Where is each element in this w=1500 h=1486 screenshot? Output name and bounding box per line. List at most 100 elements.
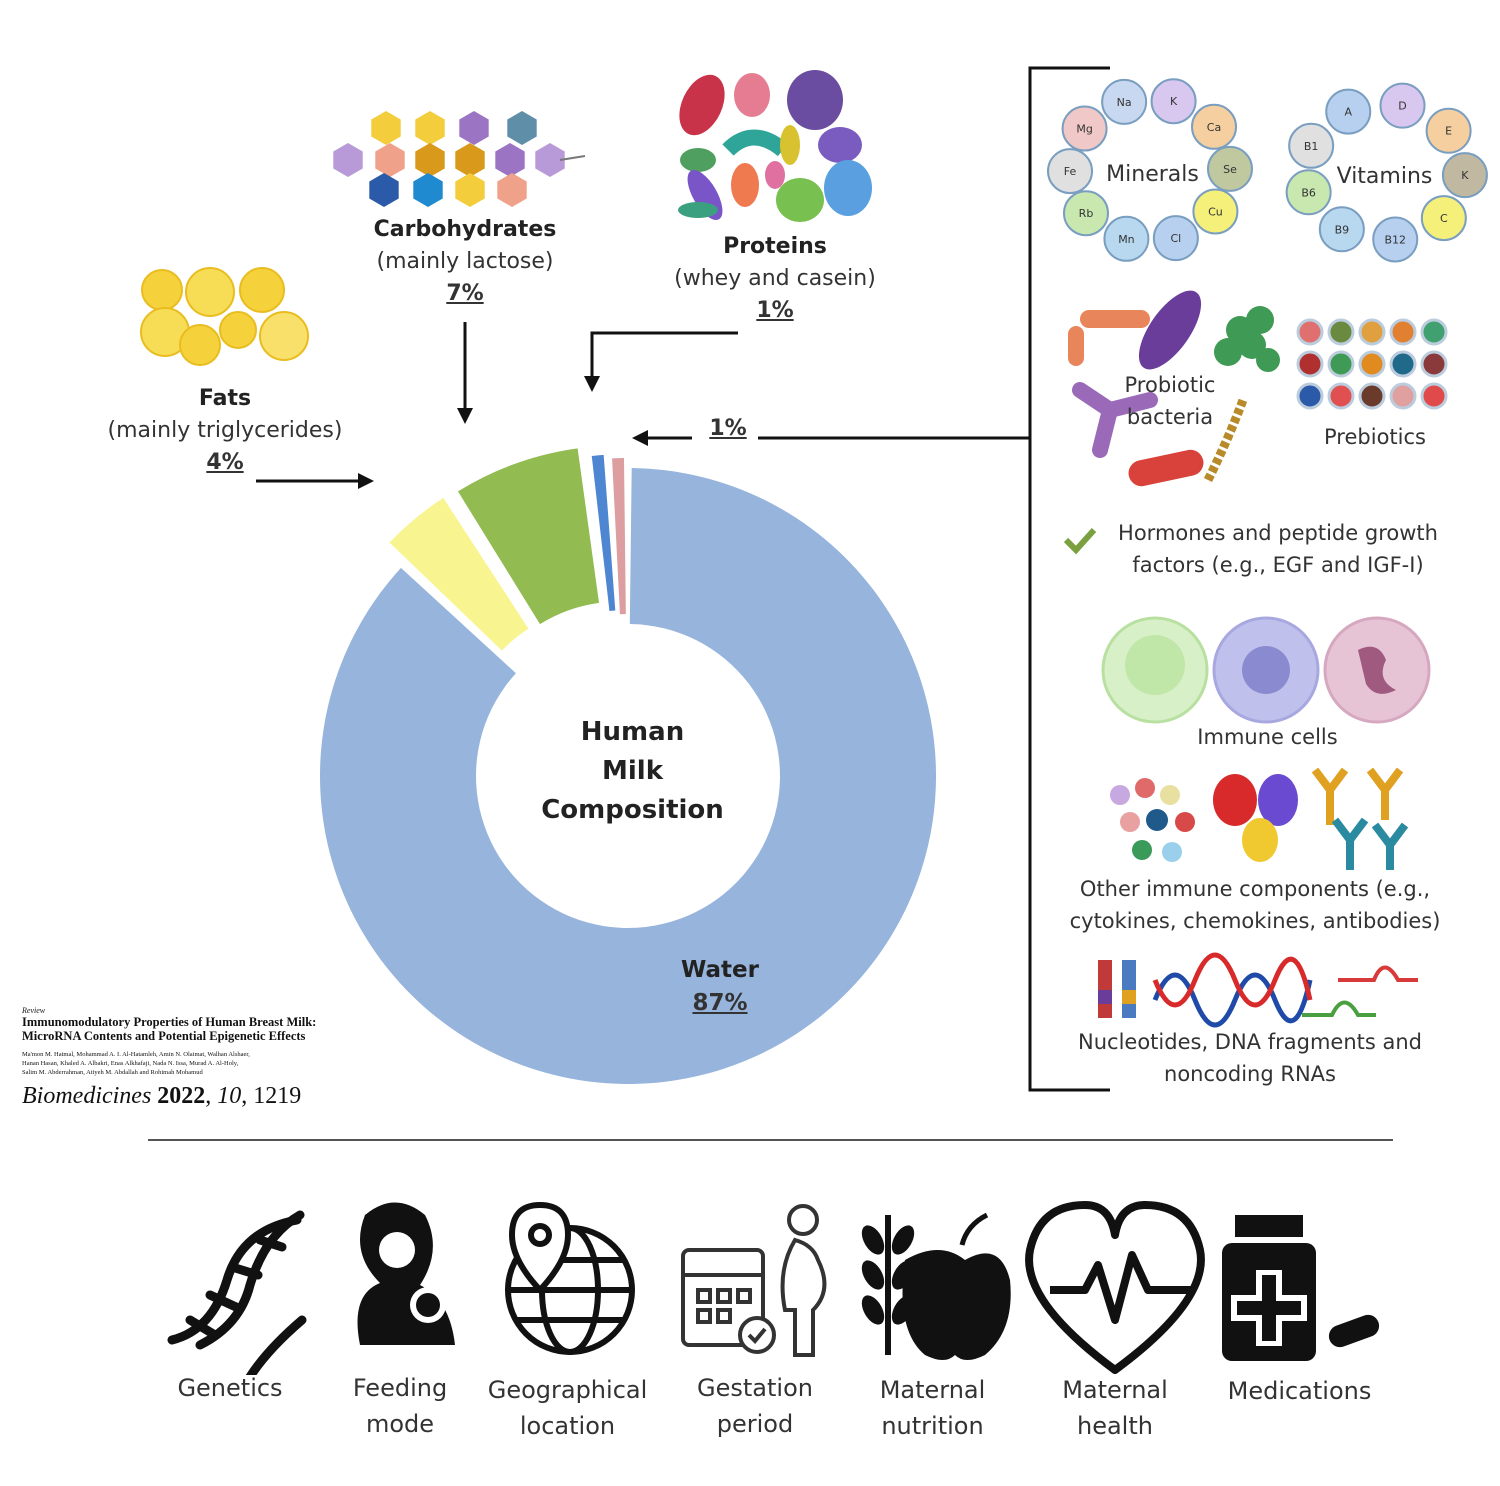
prebiotic-dot <box>1420 350 1448 378</box>
reference-authors-1: Ma'mon M. Hatmal, Mohammad A. I. Al-Hata… <box>22 1050 250 1058</box>
hexagon-unit <box>369 173 399 207</box>
ring-bead-label: Cl <box>1170 232 1181 245</box>
prebiotic-dot <box>1358 382 1386 410</box>
bracket <box>1028 66 1110 1092</box>
vitamins-title: Vitamins <box>1336 164 1433 189</box>
factor-medications: Medications <box>1212 1373 1387 1409</box>
proteins-percent: 1% <box>756 297 794 323</box>
center-line-2: Milk <box>602 756 663 786</box>
ring-bead <box>1285 169 1332 216</box>
reference-authors-3: Salim M. Abderrahman, Atiyeh M. Abdallah… <box>22 1068 203 1076</box>
reference-block: Review Immunomodulatory Properties of Hu… <box>22 1006 382 1110</box>
ring-bead <box>1288 122 1335 169</box>
hormones-label: Hormones and peptide growth factors (e.g… <box>1098 518 1458 581</box>
nucleic-acids-icon <box>1098 952 1418 1028</box>
ring-bead-label: Ca <box>1207 121 1221 134</box>
prebiotic-dot <box>1296 382 1324 410</box>
ring-bead <box>1206 145 1253 192</box>
proteins-arrowhead <box>584 376 600 392</box>
globe-pin-icon <box>505 1201 635 1355</box>
center-line-3: Composition <box>541 795 724 825</box>
fats-percent: 4% <box>206 449 244 475</box>
reference-journal: Biomedicines <box>22 1083 152 1110</box>
fat-globules-icon <box>140 267 309 366</box>
ring-bead <box>1061 105 1108 152</box>
factor-genetics-line-1: Genetics <box>177 1374 283 1402</box>
ring-bead <box>1150 78 1197 125</box>
slice-other <box>612 458 626 615</box>
other-immune-line-2: cytokines, chemokines, antibodies) <box>1069 908 1441 933</box>
proteins-detail: (whey and casein) <box>674 265 876 291</box>
prebiotic-dot <box>1327 350 1355 378</box>
factor-gestation-period: Gestation period <box>680 1370 830 1442</box>
factor-nutrition-line-1: Maternal <box>879 1376 986 1404</box>
hexagon-unit <box>371 111 401 145</box>
slice-fats <box>389 497 529 651</box>
carbs-name: Carbohydrates <box>373 217 557 242</box>
dna-icon <box>167 1210 307 1375</box>
ring-bead-label: K <box>1461 169 1469 182</box>
prebiotic-dot <box>1389 382 1417 410</box>
carbs-detail: (mainly lactose) <box>376 248 554 274</box>
ring-bead-label: Mn <box>1118 233 1134 246</box>
nucleotides-line-1: Nucleotides, DNA fragments and <box>1078 1030 1422 1054</box>
carbohydrate-chain-icon <box>333 111 586 207</box>
other-percent: 1% <box>709 416 747 441</box>
medicine-bottle-icon <box>1222 1215 1380 1361</box>
reference-title-2: MicroRNA Contents and Potential Epigenet… <box>22 1029 306 1044</box>
heart-pulse-icon <box>1025 1201 1205 1374</box>
center-line-1: Human <box>580 717 685 747</box>
reference-citation: Biomedicines 2022, 10, 1219 <box>22 1083 302 1110</box>
factor-medications-line-1: Medications <box>1227 1377 1372 1405</box>
ring-bead <box>1318 206 1365 253</box>
immune-cells-label: Immune cells <box>1197 725 1338 749</box>
hormones-line-2: factors (e.g., EGF and IGF-I) <box>1132 552 1424 577</box>
calendar-pregnant-icon <box>681 1204 827 1357</box>
proteins-label: Proteins (whey and casein) 1% <box>645 231 905 327</box>
water-percent: 87% <box>692 990 748 1017</box>
prebiotic-dot <box>1389 350 1417 378</box>
chain-link <box>559 155 586 161</box>
factor-health-line-2: health <box>1077 1412 1153 1440</box>
factor-geo-line-2: location <box>519 1412 616 1440</box>
arrows <box>256 66 1110 1092</box>
factor-geo-line-1: Geographical <box>487 1376 648 1404</box>
ring-bead <box>1047 148 1094 195</box>
hexagon-unit <box>497 173 527 207</box>
donut-center-title: Human Milk Composition <box>520 713 745 830</box>
arrow-heads <box>358 376 648 489</box>
hexagon-unit <box>415 111 445 145</box>
probiotic-line-2: bacteria <box>1126 404 1214 429</box>
prebiotics-icon <box>1296 318 1448 410</box>
prebiotic-dot <box>1358 350 1386 378</box>
ring-bead <box>1062 190 1109 237</box>
hexagon-unit <box>507 111 537 145</box>
ring-bead <box>1325 88 1372 135</box>
nucleotides-line-2: noncoding RNAs <box>1164 1061 1336 1086</box>
reference-title-1: Immunomodulatory Properties of Human Bre… <box>22 1015 317 1029</box>
carbs-percent: 7% <box>446 280 484 306</box>
fats-detail: (mainly triglycerides) <box>107 417 343 443</box>
prebiotic-dot <box>1358 318 1386 346</box>
prebiotic-dot <box>1296 318 1324 346</box>
donut-slices <box>320 448 936 1084</box>
factor-geographical-location: Geographical location <box>480 1372 655 1444</box>
proteins-arrow <box>590 331 738 381</box>
reference-kind: Review <box>22 1006 46 1015</box>
ring-bead-label: K <box>1170 95 1178 108</box>
ring-bead-label: B1 <box>1304 140 1319 153</box>
ring-bead <box>1103 215 1150 262</box>
ring-bead-label: Mg <box>1076 123 1092 136</box>
prebiotic-dot <box>1296 350 1324 378</box>
ring-bead <box>1101 78 1148 125</box>
ring-bead-label: Fe <box>1064 165 1077 178</box>
ring-bead-label: Cu <box>1208 205 1223 218</box>
immune-components-icon <box>1110 767 1409 870</box>
fats-label: Fats (mainly triglycerides) 4% <box>80 383 370 479</box>
probiotic-label: Probiotic bacteria <box>1100 370 1240 433</box>
hexagon-unit <box>413 173 443 207</box>
ring-bead-label: E <box>1445 125 1452 138</box>
factor-nutrition-line-2: nutrition <box>881 1412 984 1440</box>
